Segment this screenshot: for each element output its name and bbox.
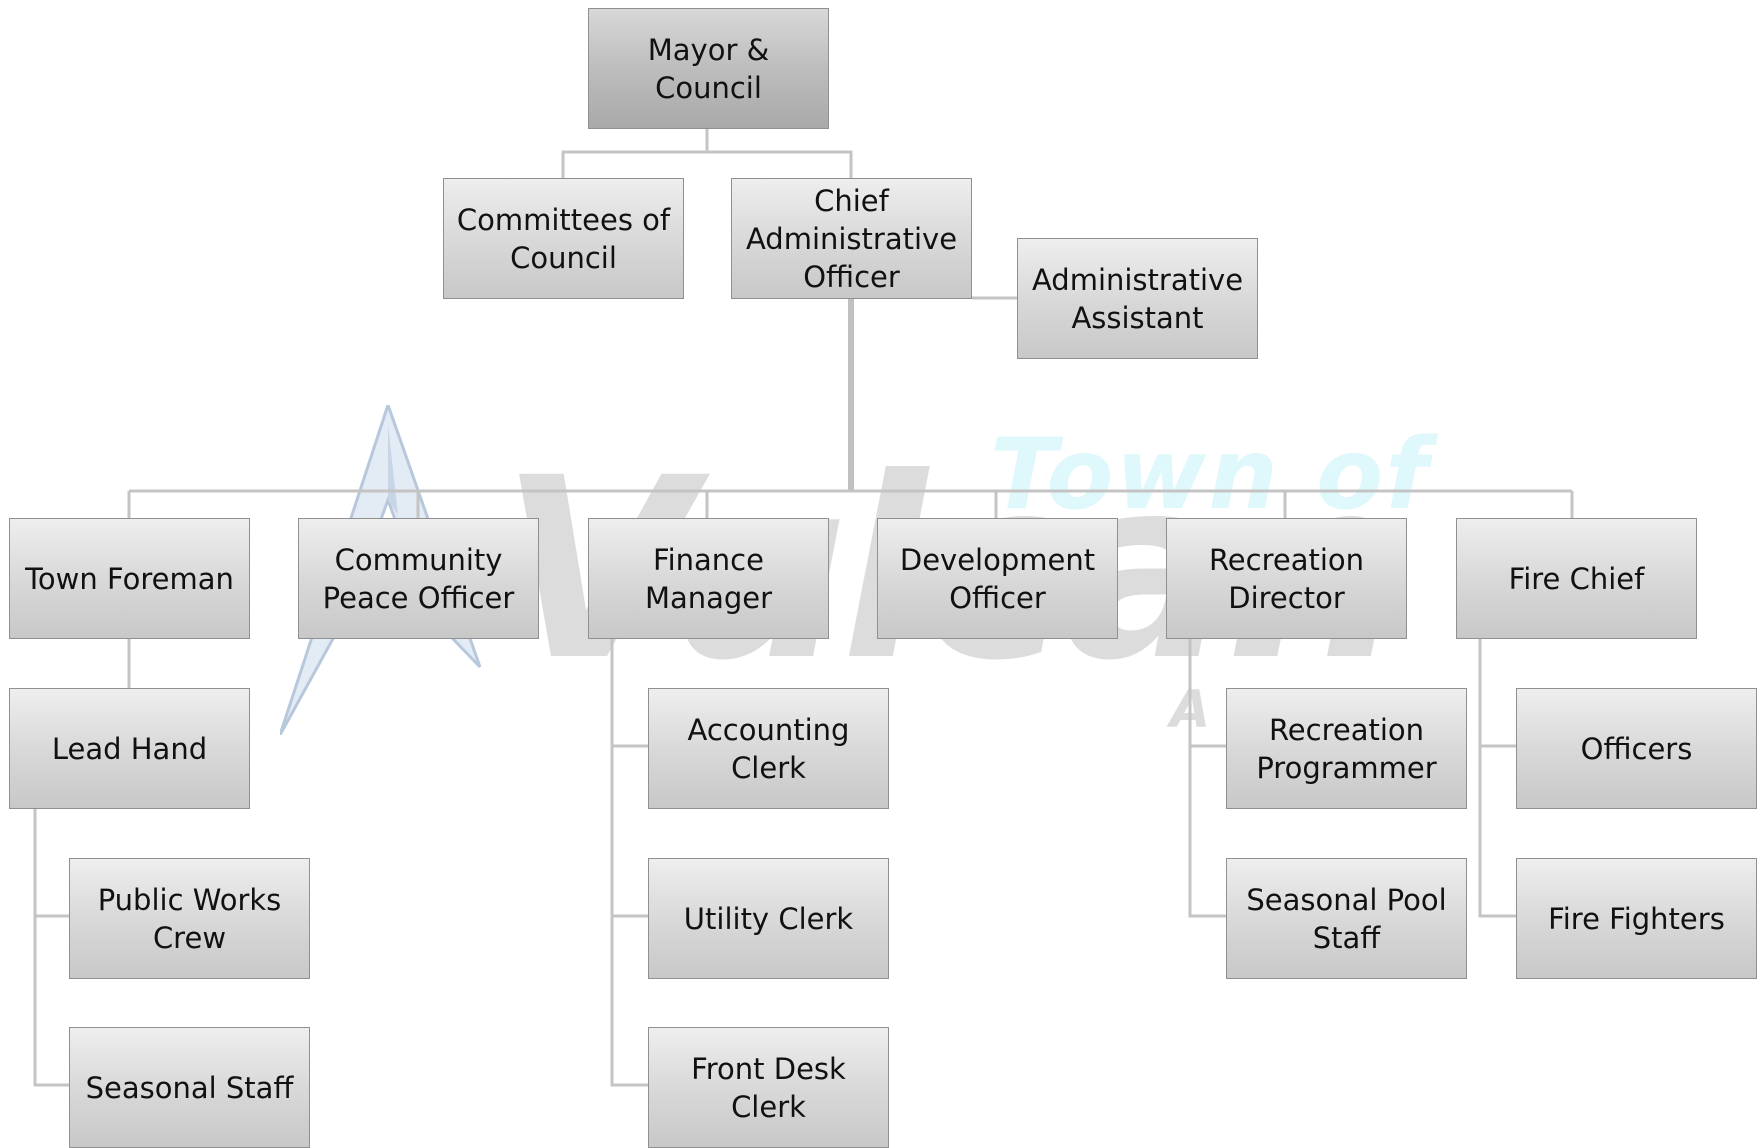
connector-finance-staff — [610, 638, 648, 1087]
node-front-desk-clerk: Front Desk Clerk — [648, 1027, 889, 1148]
node-label: Fire Fighters — [1548, 901, 1725, 936]
node-chief-administrative-officer: Chief Administrative Officer — [731, 178, 972, 299]
node-administrative-assistant: Administrative Assistant — [1017, 238, 1258, 359]
node-utility-clerk: Utility Clerk — [648, 858, 889, 979]
node-label: Lead Hand — [51, 731, 208, 766]
node-accounting-clerk: Accounting Clerk — [648, 688, 889, 809]
node-finance-manager: Finance Manager — [588, 518, 829, 639]
node-label: Recreation Programmer — [1256, 712, 1437, 785]
node-recreation-programmer: Recreation Programmer — [1226, 688, 1467, 809]
node-label: Chief Administrative Officer — [745, 183, 958, 294]
node-committees-of-council: Committees of Council — [443, 178, 684, 299]
node-label: Fire Chief — [1508, 561, 1645, 596]
node-label: Accounting Clerk — [687, 712, 850, 785]
node-label: Seasonal Staff — [85, 1070, 294, 1105]
node-development-officer: Development Officer — [877, 518, 1118, 639]
node-seasonal-staff: Seasonal Staff — [69, 1027, 310, 1148]
node-label: Officers — [1580, 731, 1693, 766]
node-label: Front Desk Clerk — [691, 1051, 846, 1124]
connector-level2-bar — [561, 150, 853, 178]
node-label: Committees of Council — [456, 202, 671, 275]
node-community-peace-officer: Community Peace Officer — [298, 518, 539, 639]
node-fire-chief: Fire Chief — [1456, 518, 1697, 639]
node-label: Community Peace Officer — [322, 542, 515, 615]
node-label: Recreation Director — [1208, 542, 1365, 615]
node-label: Town Foreman — [25, 561, 234, 596]
node-label: Finance Manager — [644, 542, 773, 615]
node-label: Mayor & Council — [647, 32, 770, 105]
node-label: Public Works Crew — [97, 882, 282, 955]
node-label: Development Officer — [899, 542, 1096, 615]
node-label: Seasonal Pool Staff — [1246, 882, 1447, 955]
node-officers: Officers — [1516, 688, 1757, 809]
node-mayor-council: Mayor & Council — [588, 8, 829, 129]
node-label: Utility Clerk — [683, 901, 854, 936]
connector-lead-hand-staff — [33, 808, 69, 1087]
node-town-foreman: Town Foreman — [9, 518, 250, 639]
connector-recreation-staff — [1188, 638, 1226, 918]
connector-fire-staff — [1478, 638, 1516, 918]
node-recreation-director: Recreation Director — [1166, 518, 1407, 639]
node-label: Administrative Assistant — [1031, 262, 1244, 335]
node-lead-hand: Lead Hand — [9, 688, 250, 809]
node-seasonal-pool-staff: Seasonal Pool Staff — [1226, 858, 1467, 979]
node-public-works-crew: Public Works Crew — [69, 858, 310, 979]
node-fire-fighters: Fire Fighters — [1516, 858, 1757, 979]
